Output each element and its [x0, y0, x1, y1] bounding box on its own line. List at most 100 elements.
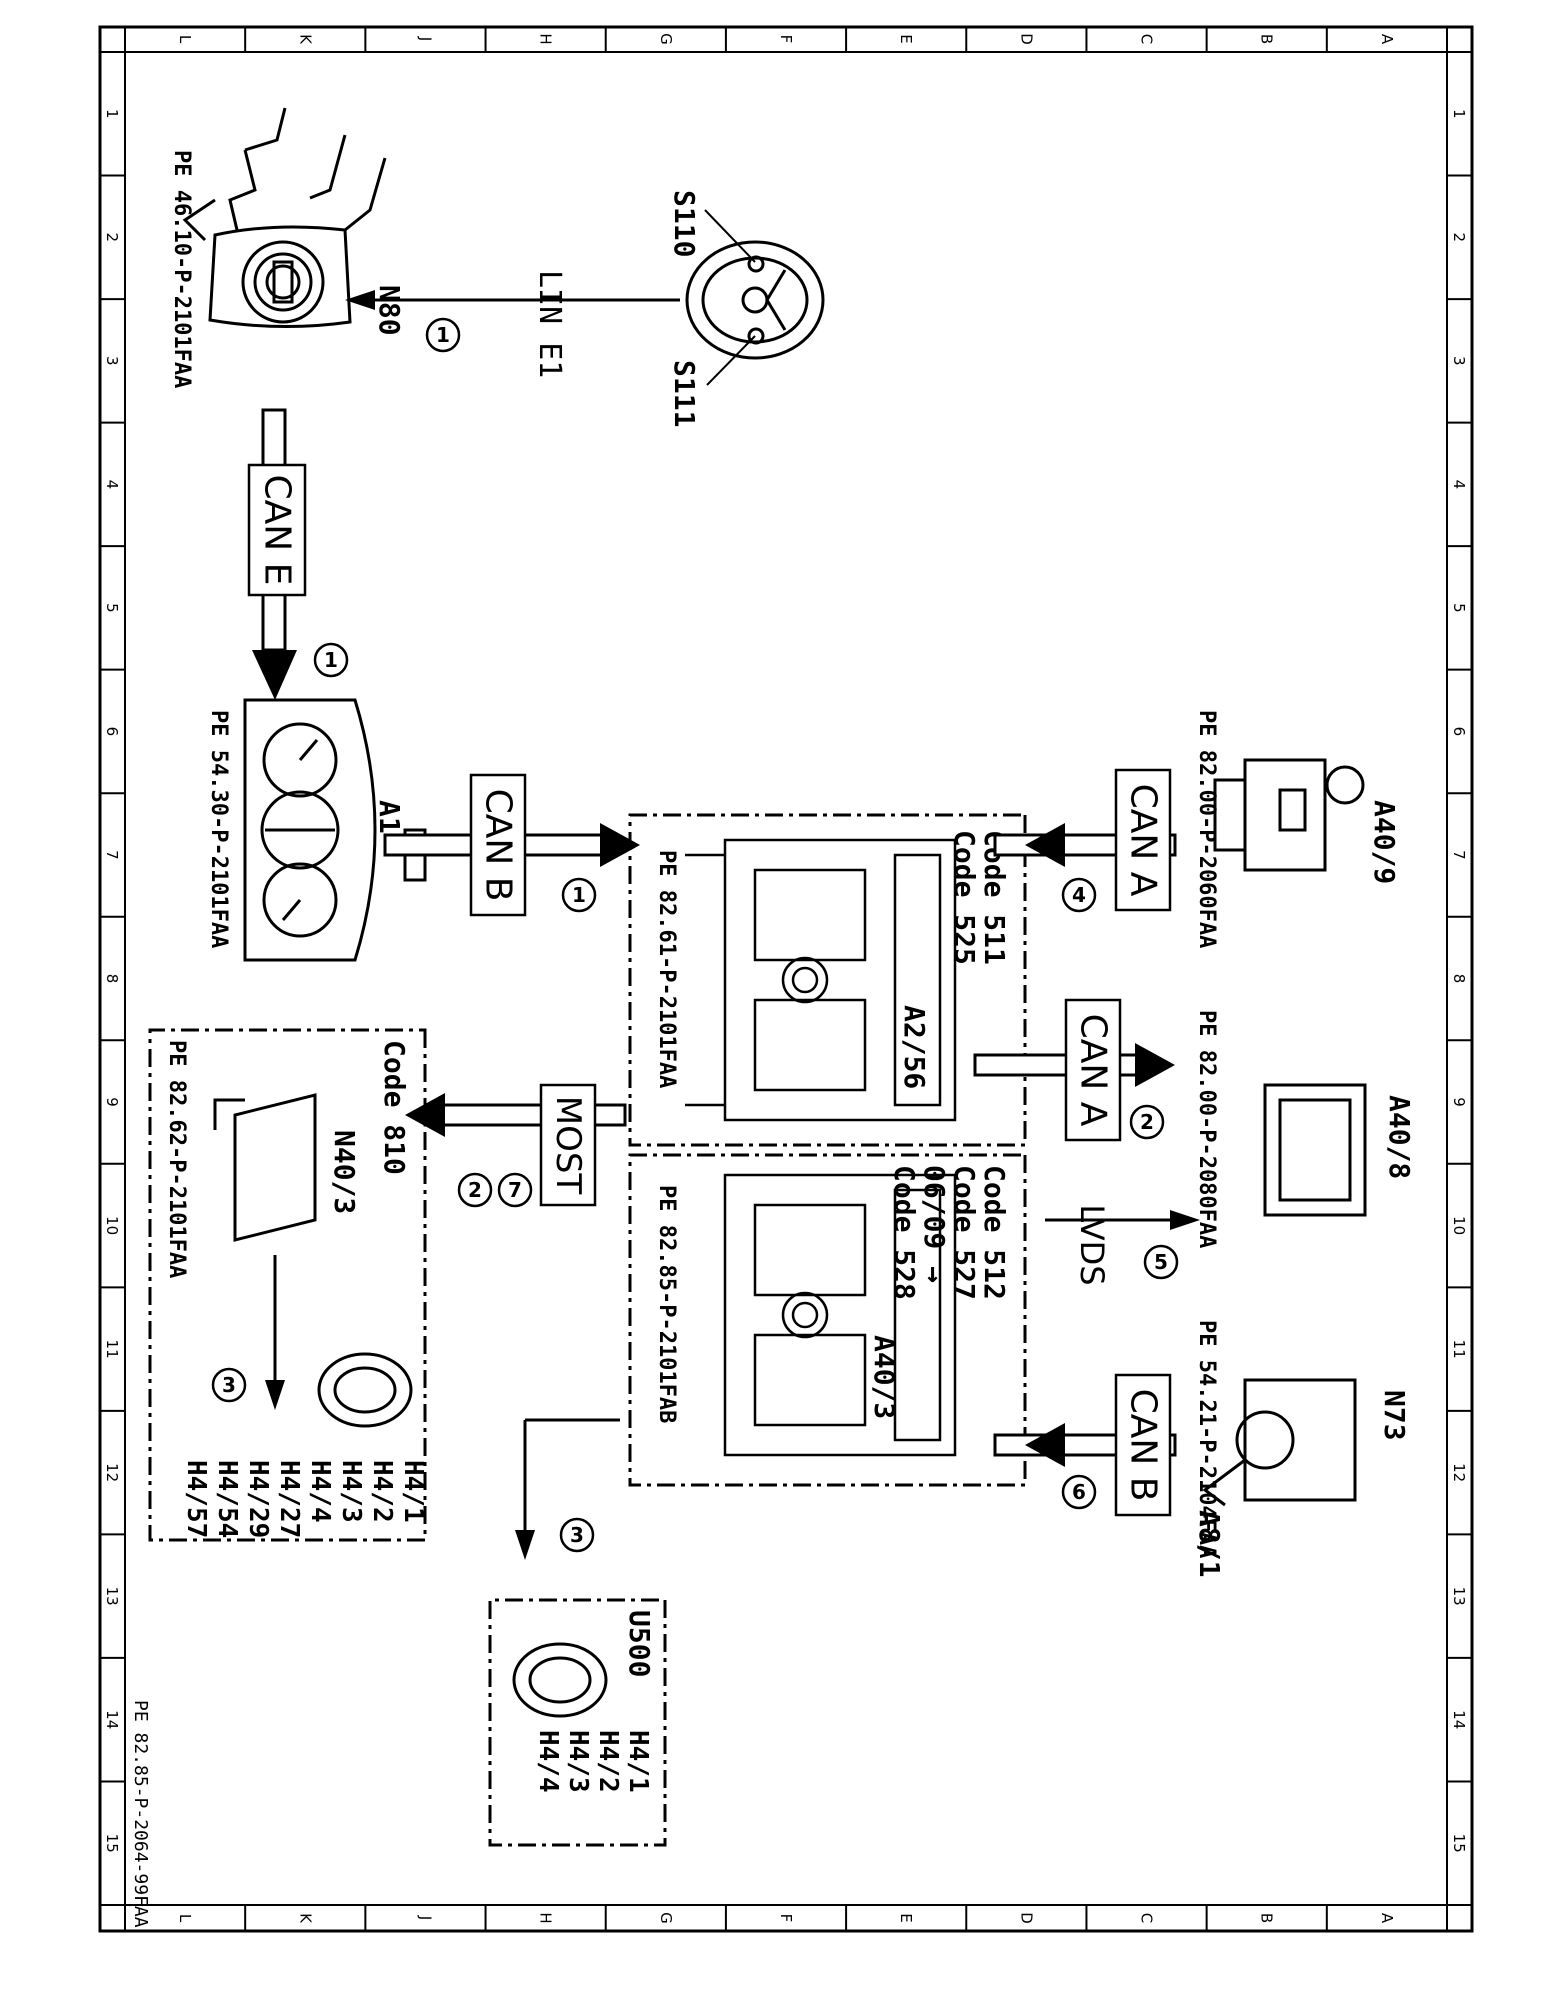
- lin-e1-arrowhead: [345, 290, 375, 310]
- n80-label: N80: [373, 285, 406, 336]
- u500-box: [488, 1598, 667, 1847]
- a40-8-label: A40/8: [1383, 1095, 1416, 1179]
- speaker-label: H4/2: [367, 1460, 397, 1523]
- grid-number: 8: [103, 974, 121, 984]
- can-a-a408-arrowhead: [1135, 1043, 1175, 1087]
- n80-ref: PE 46.10-P-2101FAA: [169, 150, 194, 388]
- marker-circle: [497, 1172, 533, 1208]
- a40-8-display-icon: [1263, 1083, 1367, 1217]
- marker-circle: [457, 1172, 493, 1208]
- can-a-a409-label: CAN A: [1123, 784, 1164, 897]
- a40-3-code1: Code 512: [978, 1165, 1011, 1300]
- can-e-label-box: [247, 463, 307, 597]
- grid-number: 7: [1450, 850, 1468, 860]
- doc-reference: PE 82.85-P-2064-99FAA: [130, 1700, 151, 1928]
- grid-letter: D: [1017, 33, 1035, 45]
- speaker-label: H4/3: [336, 1460, 366, 1523]
- u500-arrowhead: [515, 1530, 535, 1560]
- speaker-label: H4/1: [398, 1460, 428, 1523]
- grid-number: 15: [103, 1834, 121, 1853]
- speaker-label: H4/4: [533, 1730, 563, 1793]
- grid-number: 2: [103, 233, 121, 243]
- steering-wheel-icon: [685, 209, 825, 386]
- can-e-label: CAN E: [257, 475, 298, 586]
- grid-number: 12: [103, 1463, 121, 1482]
- can-b-n73-label: CAN B: [1123, 1389, 1164, 1502]
- grid-letter: C: [1138, 1913, 1156, 1923]
- grid-letter: F: [777, 35, 795, 44]
- n40-3-box: [148, 1028, 427, 1542]
- can-b-n73-arrowhead: [1025, 1423, 1065, 1467]
- a40-9-label: A40/9: [1368, 800, 1401, 884]
- a40-9-ref: PE 82.00-P-2060FAA: [1194, 710, 1219, 948]
- a40-9-camera-icon: [1213, 758, 1365, 872]
- marker-n403: 3: [222, 1373, 236, 1397]
- grid-letter: A: [1378, 34, 1396, 45]
- marker-circle: [1061, 877, 1097, 913]
- marker-circle: [561, 877, 597, 913]
- marker-canb: 1: [572, 883, 586, 907]
- grid-number: 5: [103, 603, 121, 613]
- marker-canb6: 6: [1072, 1480, 1086, 1504]
- grid-letter: K: [296, 1913, 314, 1924]
- speaker-label: H4/54: [212, 1460, 242, 1538]
- a1-label: A1: [373, 800, 406, 834]
- marker-lvds: 5: [1154, 1250, 1168, 1274]
- n40-3-speaker-icon: [317, 1352, 413, 1428]
- speaker-label: H4/27: [274, 1460, 304, 1538]
- grid-number: 10: [1450, 1216, 1468, 1235]
- marker-circle: [559, 1517, 595, 1553]
- can-b-n73-label-box: [1114, 1373, 1172, 1517]
- marker-circle: [1129, 1104, 1165, 1140]
- can-a-a408-label-box: [1064, 998, 1122, 1142]
- marker-lin: 1: [436, 323, 450, 347]
- lvds-arrowhead: [1170, 1210, 1200, 1230]
- most-label: MOST: [548, 1096, 588, 1195]
- grid-letter: J: [416, 1915, 434, 1920]
- n73-ignition-switch-icon: [1202, 1378, 1357, 1507]
- u500-speaker-icon: [512, 1642, 608, 1718]
- grid-letter: J: [416, 36, 434, 41]
- grid-letter: L: [176, 35, 194, 44]
- most-label-box: [539, 1083, 597, 1207]
- speaker-label: H4/2: [593, 1730, 623, 1793]
- marker-u500: 3: [570, 1523, 584, 1547]
- grid-number: 4: [1450, 480, 1468, 490]
- grid-letter: C: [1138, 34, 1156, 44]
- grid-letter: G: [657, 1912, 675, 1924]
- can-a-a409-label-box: [1114, 768, 1172, 912]
- marker-circle: [1061, 1474, 1097, 1510]
- grid-number: 8: [1450, 974, 1468, 984]
- a40-3-code4: Code 528: [888, 1165, 921, 1300]
- a2-56-label: A2/56: [898, 1005, 931, 1089]
- speaker-label: H4/29: [243, 1460, 273, 1538]
- a2-56-box: [628, 813, 1027, 1147]
- u500-speaker-list: H4/1H4/2H4/3H4/4: [533, 1730, 653, 1793]
- grid-number: 11: [103, 1340, 121, 1359]
- grid-number: 14: [103, 1710, 121, 1729]
- grid-number: 14: [1450, 1710, 1468, 1729]
- grid-number: 4: [103, 480, 121, 490]
- grid-number: 13: [1450, 1587, 1468, 1606]
- a8-1-label: A8/1: [1193, 1510, 1226, 1577]
- n40-3-speaker-arrowhead: [265, 1380, 285, 1410]
- marker-cana2: 2: [1140, 1110, 1154, 1134]
- can-b-a1-label-box: [469, 773, 527, 917]
- marker-most2: 2: [468, 1178, 482, 1202]
- marker-cane: 1: [324, 648, 338, 672]
- grid-number: 1: [1450, 109, 1468, 119]
- n40-3-amplifier-icon: [213, 1093, 317, 1242]
- n40-3-code: Code 810: [378, 1040, 411, 1175]
- speaker-label: H4/3: [563, 1730, 593, 1793]
- grid-letter: E: [897, 34, 915, 43]
- grid-number: 12: [1450, 1463, 1468, 1482]
- marker-circle: [313, 642, 349, 678]
- grid-number: 3: [1450, 356, 1468, 366]
- grid-letter: F: [777, 1914, 795, 1923]
- grid-number: 1: [103, 109, 121, 119]
- can-a-a408-label: CAN A: [1073, 1014, 1114, 1127]
- grid-letter: G: [657, 33, 675, 45]
- grid-number: 9: [1450, 1097, 1468, 1107]
